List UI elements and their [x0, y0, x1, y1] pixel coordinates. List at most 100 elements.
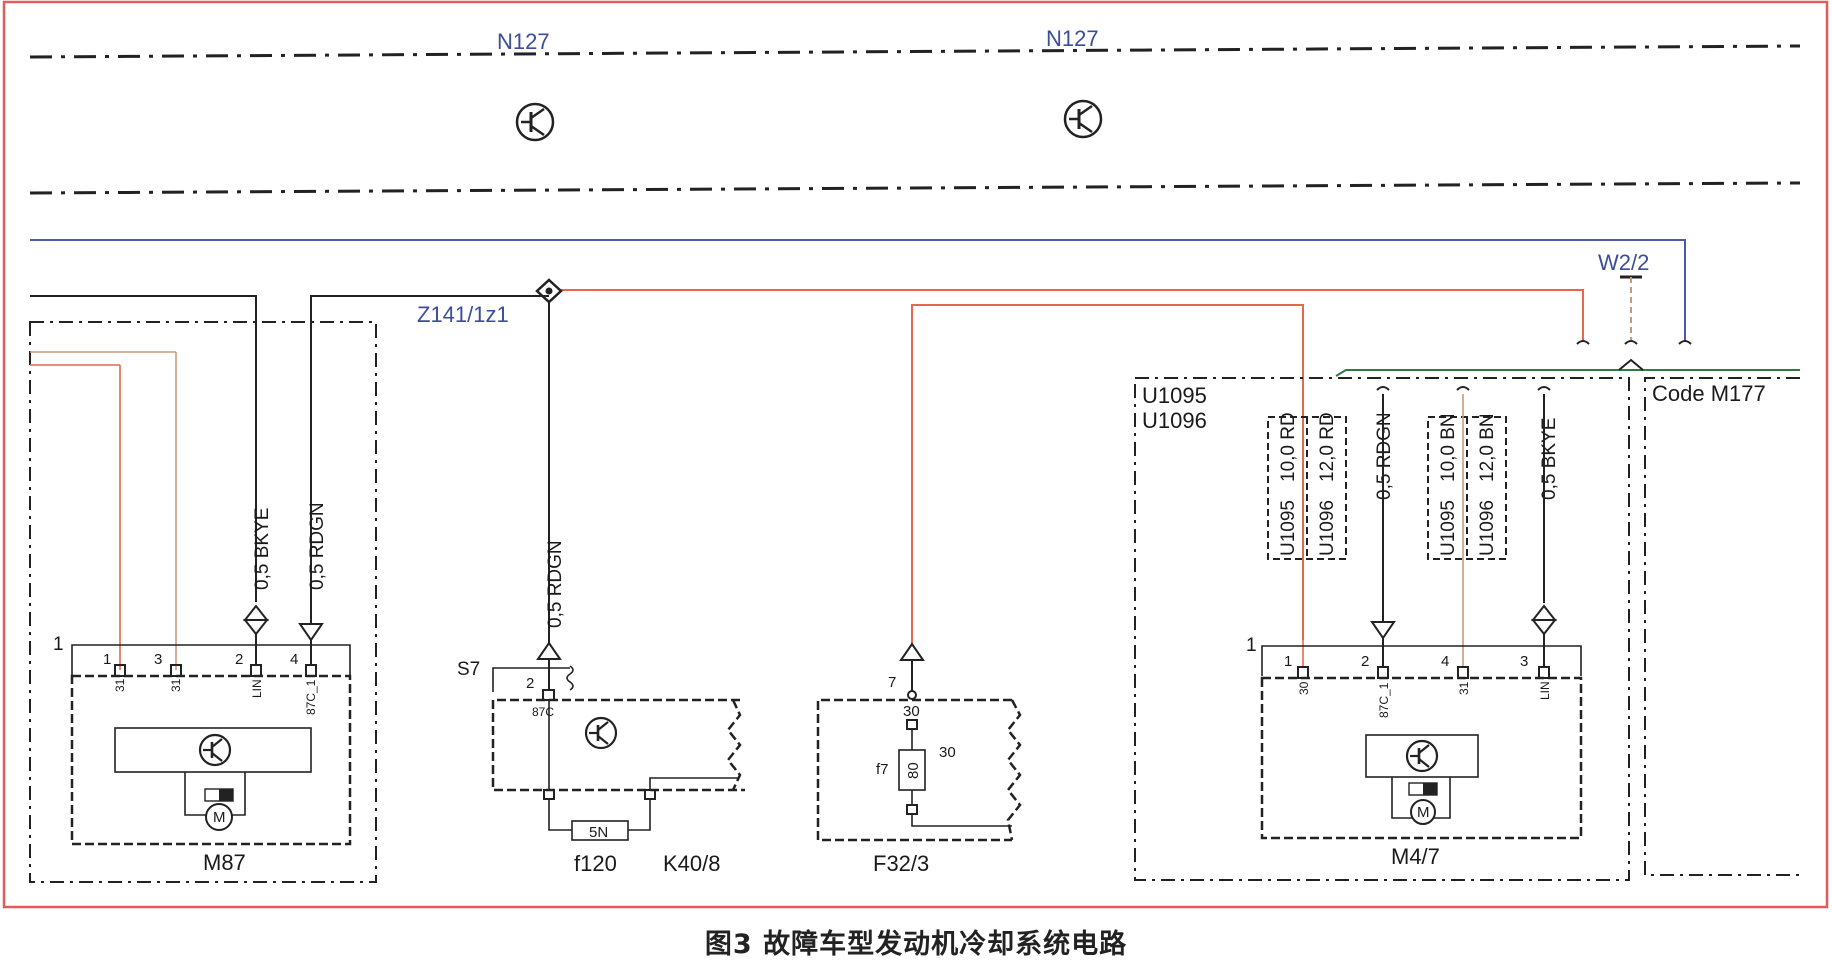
n127-right-label: N127: [1046, 26, 1099, 51]
green-wire-drop: [1618, 358, 1644, 371]
fuse-f7-name: f7: [876, 761, 889, 778]
k40-pin-label: 87C: [532, 705, 554, 719]
f32-socket: [906, 719, 918, 730]
wire-rdgn-label: 0,5 RDGN: [1374, 412, 1395, 500]
switch-icon: [204, 788, 234, 802]
f32-pin-label: 30: [903, 703, 920, 720]
m87-electronics-box: [114, 727, 312, 773]
fuse-f120-icon: [571, 820, 629, 841]
transistor-icon: [1063, 99, 1103, 139]
arrow-down-icon: [298, 623, 324, 642]
variant-u1095-label: U1095: [1278, 500, 1299, 556]
splice-z141-dot: [545, 287, 553, 295]
svg-text:2: 2: [1361, 653, 1369, 670]
m4-module-box: [1260, 676, 1583, 840]
svg-text:87C_1: 87C_1: [304, 679, 318, 715]
svg-text:LIN: LIN: [1538, 681, 1552, 700]
arrow-up-icon: [899, 642, 925, 661]
svg-text:2: 2: [235, 651, 243, 668]
figure-caption: 图3 故障车型发动机冷却系统电路: [704, 929, 1128, 960]
variant-u1096-label: U1096: [1477, 500, 1498, 556]
wire-break-icon: [1624, 340, 1638, 345]
m87-pin: 3 31: [154, 651, 183, 692]
svg-text:30: 30: [1297, 681, 1311, 695]
k40-pin: 2: [526, 675, 534, 692]
wire-rdgn-m87: [310, 295, 549, 625]
code-m177-box: [1644, 377, 1800, 876]
wire-break-icon: [1678, 340, 1692, 345]
spring-icon: [566, 665, 574, 691]
wire-u1096-rd-label: 12,0 RD: [1317, 412, 1338, 482]
m87-wire-bkye-label: 0,5 BKYE: [252, 508, 273, 590]
svg-text:31: 31: [113, 678, 127, 692]
svg-text:1: 1: [1284, 653, 1292, 670]
n127-bottom-boundary: [29, 181, 1801, 195]
svg-text:3: 3: [1520, 653, 1528, 670]
wire-u1095-bn-label: 10,0 BN: [1438, 413, 1459, 482]
m4-pin: 3 LIN: [1520, 653, 1552, 700]
m87-module-box: [70, 674, 352, 846]
svg-text:LIN: LIN: [250, 679, 264, 698]
m87-outer-box: [29, 321, 377, 883]
arrow-down-icon: [1370, 621, 1396, 640]
m4-connector-bar: [1261, 645, 1582, 676]
motor-icon: [1410, 799, 1436, 825]
k40-socket: [543, 789, 555, 800]
variant-u1096-label: U1096: [1317, 500, 1338, 556]
m4-electronics-box: [1365, 734, 1479, 778]
switch-icon: [1408, 782, 1438, 796]
transistor-icon: [515, 102, 555, 142]
wire-break-icon: [1537, 386, 1551, 391]
m4-pin: 2 87C_1: [1361, 653, 1391, 718]
k40-relay-box: [491, 698, 745, 792]
code-m177-label: Code M177: [1652, 381, 1766, 406]
variant-u1095-label: U1095: [1438, 500, 1459, 556]
m87-pin: 1 31: [103, 651, 127, 692]
wire-break-icon: [1456, 386, 1470, 391]
u1095-outer-box: [1134, 377, 1630, 881]
wire-bkye-label: 0,5 BKYE: [1539, 418, 1560, 500]
svg-text:4: 4: [290, 651, 298, 668]
m87-pin: 2 LIN: [235, 651, 264, 698]
m4-connector-label: 1: [1246, 635, 1257, 656]
transistor-icon: [1405, 739, 1439, 773]
m4-pin: 1 30: [1284, 653, 1311, 695]
z141-label: Z141/1z1: [417, 302, 509, 327]
f32-zigzag-edge: [1006, 699, 1022, 841]
wire-bkye-m87: [30, 295, 257, 602]
k40-zigzag-edge: [726, 699, 742, 791]
m87-connector-label: 1: [53, 634, 64, 655]
fuse-f120-name: f120: [574, 851, 617, 876]
s7-label: S7: [457, 659, 480, 680]
fuse-f7-value: 80: [905, 762, 922, 779]
transistor-icon: [584, 716, 618, 750]
double-arrow-icon: [1530, 604, 1558, 636]
svg-text:31: 31: [1457, 681, 1471, 695]
double-arrow-icon: [242, 604, 270, 636]
transistor-icon: [198, 733, 232, 767]
svg-text:4: 4: [1441, 653, 1449, 670]
m4-name: M4/7: [1391, 844, 1440, 869]
svg-text:3: 3: [154, 651, 162, 668]
m87-wire-rdgn-label: 0,5 RDGN: [307, 502, 328, 590]
arrow-up-icon: [536, 641, 562, 660]
w2-2-label: W2/2: [1598, 250, 1649, 275]
f32-socket: [906, 804, 918, 815]
k40-wire-label: 0,5 RDGN: [545, 540, 566, 628]
svg-text:87C_1: 87C_1: [1377, 682, 1391, 718]
wire-break-icon: [1576, 340, 1590, 345]
s7-bracket: [492, 667, 570, 692]
diagram-frame: [2, 0, 1829, 909]
k40-pin-socket: [542, 689, 555, 701]
svg-text:1: 1: [103, 651, 111, 668]
m4-motor-label: M: [1417, 804, 1430, 821]
wire-u1096-bn-label: 12,0 BN: [1477, 413, 1498, 482]
m87-name: M87: [203, 850, 246, 875]
m87-connector-bar: [71, 644, 351, 675]
wire-u1095-rd-label: 10,0 RD: [1278, 412, 1299, 482]
blue-bus-wire: [30, 239, 1686, 342]
f32-name: F32/3: [873, 851, 929, 876]
m4-pin: 4 31: [1441, 653, 1471, 695]
f32-right-label: 30: [939, 744, 956, 761]
red-supply-wire-top: [550, 289, 1584, 342]
